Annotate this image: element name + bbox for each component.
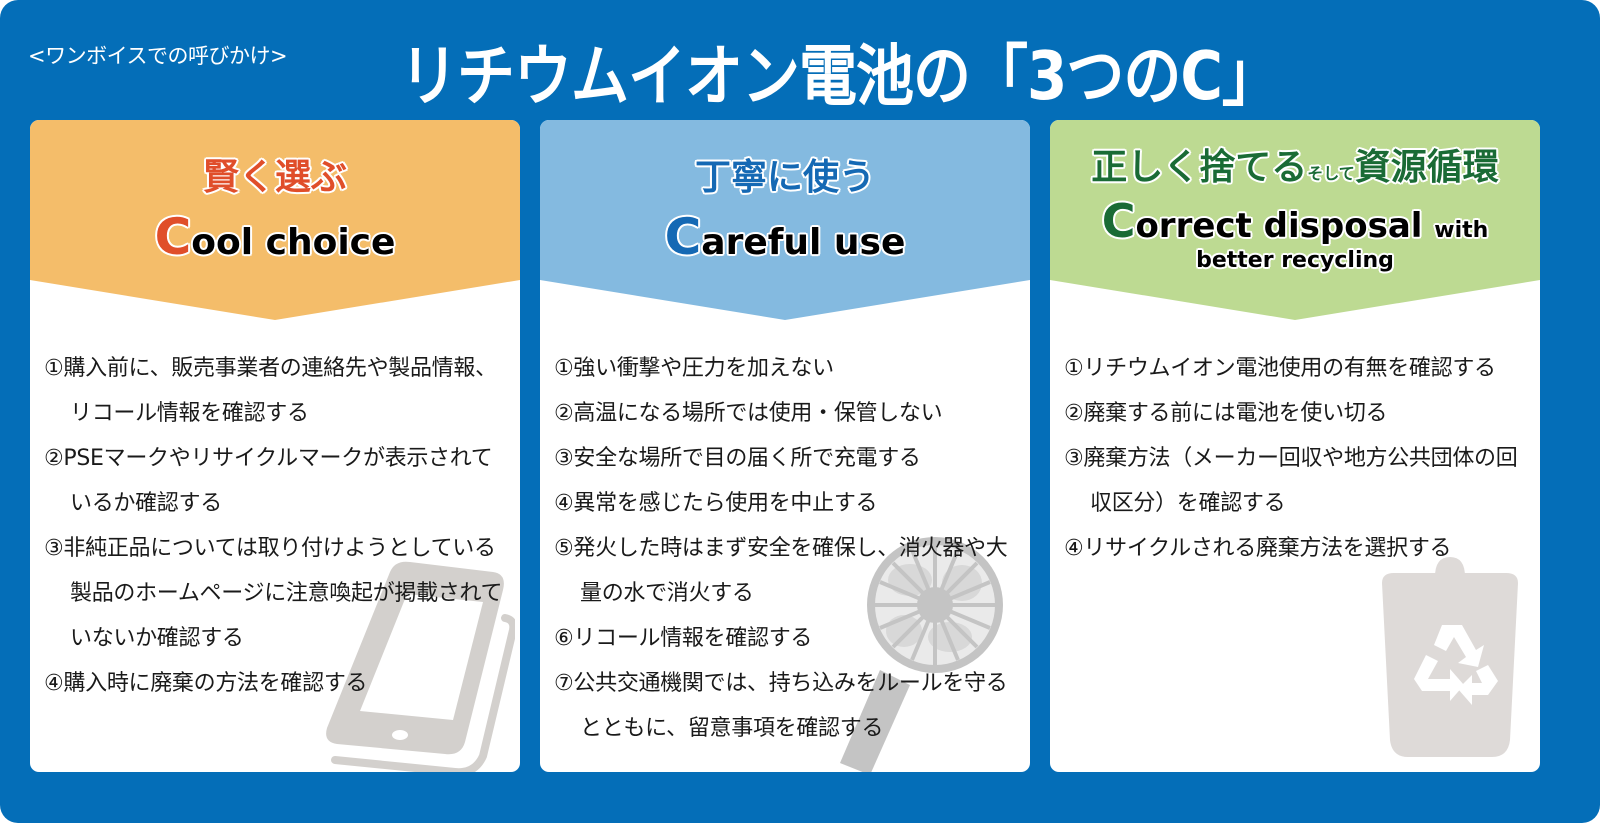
card-title-en: Cool choice [154,208,396,266]
header-chevron-shape [30,120,520,320]
header-chevron-shape [540,120,1030,320]
list-item: ④リサイクルされる廃棄方法を選択する [1064,536,1452,561]
smartphone-icon [326,561,515,772]
title-initial-c: C [154,208,192,266]
list-item: ①購入前に、販売事業者の連絡先や製品情報、リコール情報を確認する [44,356,497,426]
card-title-jp: 丁寧に使う [694,157,875,198]
header-chevron-shape [1050,120,1540,320]
card-header: 正しく捨てるそして資源循環 Correct disposal with bett… [1050,120,1540,320]
list-item: ②廃棄する前には電池を使い切る [1064,401,1388,426]
list-item: ③安全な場所で目の届く所で充電する [554,446,921,471]
list-item: ②PSEマークやリサイクルマークが表示されているか確認する [44,446,493,516]
list-item: ②高温になる場所では使用・保管しない [554,401,943,426]
card-header: 丁寧に使う Careful use [540,120,1030,320]
card-title-en: Correct disposal with [1101,194,1489,248]
card-title-en-line2: better recycling [1196,248,1394,273]
list-item: ③非純正品については取り付けようとしている製品のホームページに注意喚起が掲載され… [44,536,503,651]
tips-list: ①購入前に、販売事業者の連絡先や製品情報、リコール情報を確認する ②PSEマーク… [44,346,514,706]
list-item: ⑤発火した時はまず安全を確保し、消火器や大量の水で消火する [554,536,1008,606]
handheld-fan-icon [840,537,1003,772]
card-title-en: Careful use [664,208,906,266]
list-item: ⑦公共交通機関では、持ち込みをルールを守るとともに、留意事項を確認する [554,671,1008,741]
recycle-bin-icon [1382,557,1518,757]
card-careful-use: 丁寧に使う Careful use ①強い衝撃や圧力を加えない ②高温になる場所… [540,120,1030,772]
title-initial-c: C [664,208,702,266]
page-title: リチウムイオン電池の「3つのC」 [400,36,1280,116]
list-item: ③廃棄方法（メーカー回収や地方公共団体の回収区分）を確認する [1064,446,1518,516]
list-item: ①リチウムイオン電池使用の有無を確認する [1064,356,1496,381]
list-item: ④購入時に廃棄の方法を確認する [44,671,368,696]
tips-list: ①強い衝撃や圧力を加えない ②高温になる場所では使用・保管しない ③安全な場所で… [554,346,1024,751]
subtitle: <ワンボイスでの呼びかけ> [28,44,288,68]
list-item: ⑥リコール情報を確認する [554,626,813,651]
title-initial-c: C [1101,194,1136,248]
card-title-jp: 正しく捨てるそして資源循環 [1091,147,1499,188]
card-title-jp: 賢く選ぶ [202,157,347,198]
card-header: 賢く選ぶ Cool choice [30,120,520,320]
list-item: ④異常を感じたら使用を中止する [554,491,878,516]
card-cool-choice: 賢く選ぶ Cool choice ①購入前に、販売事業者の連絡先や製品情報、リコ… [30,120,520,772]
list-item: ①強い衝撃や圧力を加えない [554,356,834,381]
tips-list: ①リチウムイオン電池使用の有無を確認する ②廃棄する前には電池を使い切る ③廃棄… [1064,346,1534,571]
card-correct-disposal: 正しく捨てるそして資源循環 Correct disposal with bett… [1050,120,1540,772]
